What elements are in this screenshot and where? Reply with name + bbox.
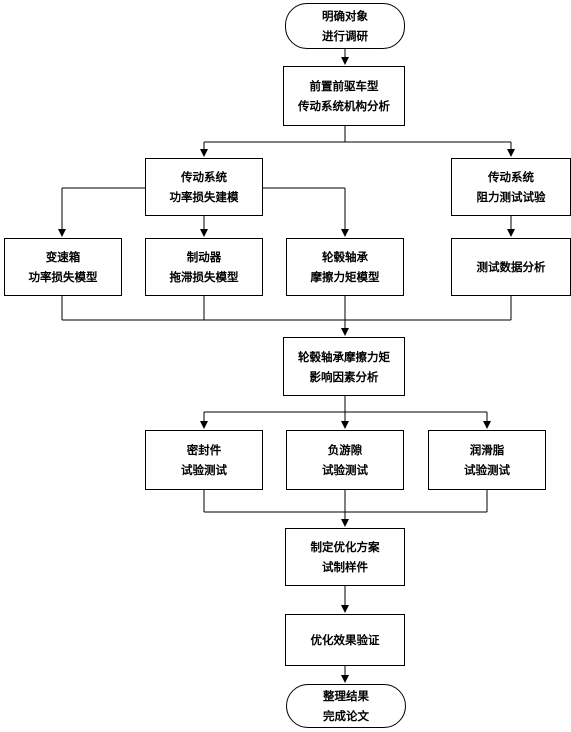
resistance-line2: 阻力测试试验: [476, 190, 546, 204]
resistance-test-box: 传动系统 阻力测试试验: [451, 158, 571, 216]
data-analysis-box: 测试数据分析: [451, 238, 571, 296]
grease-line2: 试验测试: [464, 463, 510, 477]
optimization-plan-box: 制定优化方案 试制样件: [285, 528, 405, 586]
mechanism-line2: 传动系统机构分析: [298, 99, 390, 113]
end-node: 整理结果 完成论文: [286, 684, 406, 728]
verification-box: 优化效果验证: [285, 614, 405, 666]
hub-bearing-line2: 摩擦力矩模型: [310, 270, 380, 284]
loss-model-line2: 功率损失建模: [169, 190, 239, 204]
end-line2: 完成论文: [323, 709, 369, 723]
hub-bearing-line1: 轮毂轴承: [322, 250, 368, 264]
optimize-line2: 试制样件: [322, 560, 368, 574]
resistance-line1: 传动系统: [488, 170, 534, 184]
brake-line2: 拖滞损失模型: [169, 270, 239, 284]
factor-line1: 轮毂轴承摩擦力矩: [298, 349, 390, 364]
loss-model-line1: 传动系统: [181, 170, 227, 184]
optimize-line1: 制定优化方案: [310, 540, 380, 554]
data-analysis-line1: 测试数据分析: [476, 260, 546, 274]
start-line2: 进行调研: [322, 29, 368, 43]
brake-line1: 制动器: [186, 250, 222, 264]
brake-model-box: 制动器 拖滞损失模型: [145, 238, 263, 296]
seal-line1: 密封件: [186, 443, 222, 457]
end-line1: 整理结果: [323, 689, 369, 703]
gearbox-model-box: 变速箱 功率损失模型: [4, 238, 122, 296]
factor-analysis-box: 轮毂轴承摩擦力矩 影响因素分析: [283, 337, 405, 396]
clearance-line1: 负游隙: [327, 443, 363, 457]
grease-line1: 润滑脂: [469, 443, 505, 457]
clearance-line2: 试验测试: [322, 463, 368, 477]
seal-line2: 试验测试: [181, 463, 227, 477]
clearance-test-box: 负游隙 试验测试: [286, 430, 404, 490]
verify-line1: 优化效果验证: [310, 633, 380, 647]
seal-test-box: 密封件 试验测试: [145, 430, 263, 490]
grease-test-box: 润滑脂 试验测试: [428, 430, 546, 490]
hub-bearing-model-box: 轮毂轴承 摩擦力矩模型: [286, 238, 404, 296]
start-node: 明确对象 进行调研: [285, 3, 405, 49]
gearbox-line2: 功率损失模型: [28, 270, 98, 284]
mechanism-line1: 前置前驱车型: [309, 79, 379, 93]
gearbox-line1: 变速箱: [45, 250, 81, 264]
factor-line2: 影响因素分析: [309, 369, 379, 384]
mechanism-analysis-box: 前置前驱车型 传动系统机构分析: [283, 66, 405, 126]
start-line1: 明确对象: [322, 9, 368, 23]
power-loss-modeling-box: 传动系统 功率损失建模: [145, 158, 263, 216]
